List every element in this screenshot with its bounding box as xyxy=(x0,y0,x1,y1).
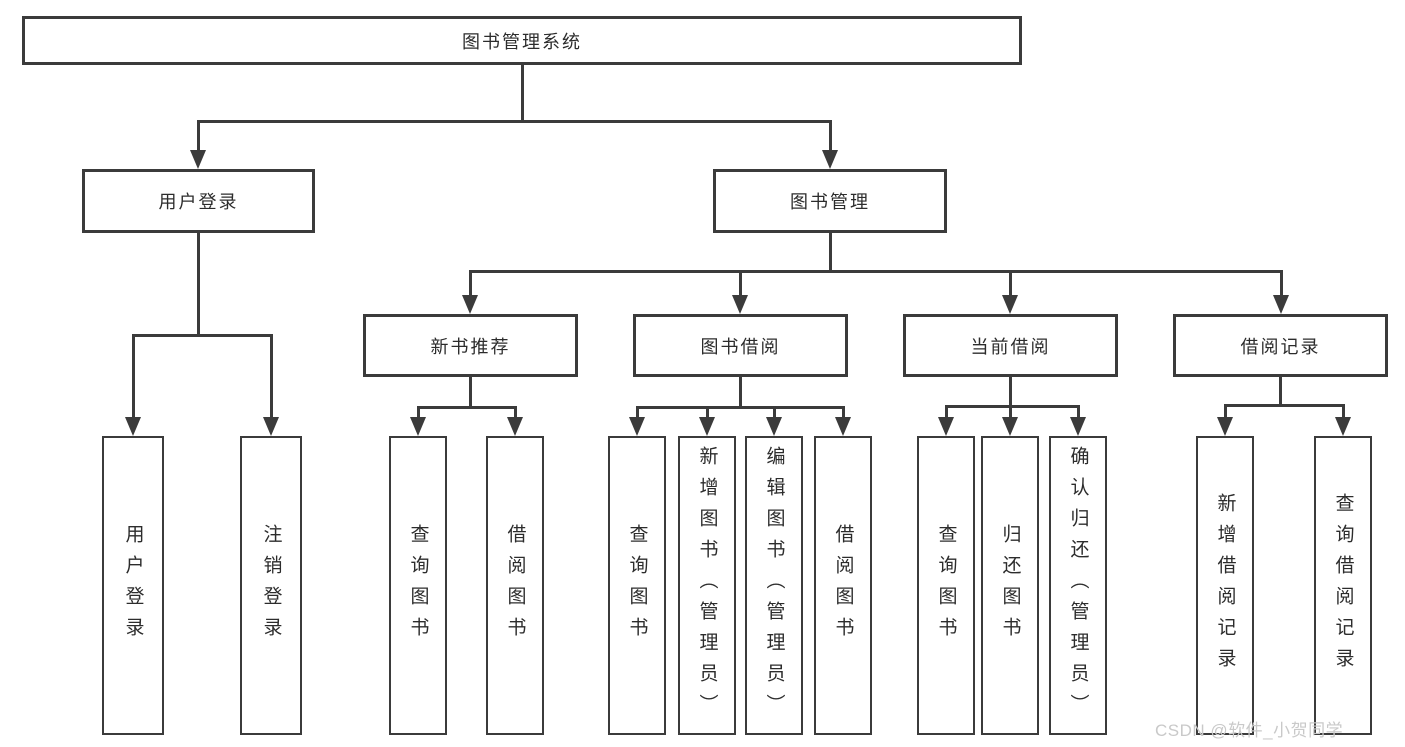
arrowhead xyxy=(507,417,523,436)
node-user-login: 用户登录 xyxy=(82,169,315,233)
connector-borrow-records-stem xyxy=(1279,376,1282,407)
leaf-records-query-record: 查询借阅记录 xyxy=(1314,436,1372,735)
leaf-records-query-record-label: 查询借阅记录 xyxy=(1332,492,1354,679)
connector-root-stem xyxy=(520,63,524,122)
node-book-management: 图书管理 xyxy=(713,169,947,233)
arrowhead xyxy=(410,417,426,436)
leaf-borrow-borrow-books-label: 借阅图书 xyxy=(832,523,854,648)
connector-current-borrow-drop-3 xyxy=(1076,405,1080,419)
connector-new-book-drop-1 xyxy=(416,406,420,419)
arrowhead xyxy=(938,417,954,436)
leaf-records-add-record: 新增借阅记录 xyxy=(1196,436,1254,735)
node-new-book-recommend: 新书推荐 xyxy=(363,314,578,377)
connector-borrow-records-rail xyxy=(1223,404,1345,407)
connector-user-login-rail xyxy=(131,334,273,337)
connector-new-book-drop-2 xyxy=(513,406,517,419)
leaf-borrow-query-books-label: 查询图书 xyxy=(626,523,648,648)
node-book-management-label: 图书管理 xyxy=(790,192,870,212)
node-borrow-records-label: 借阅记录 xyxy=(1240,336,1321,357)
leaf-logout-label: 注销登录 xyxy=(260,523,282,648)
leaf-user-login-label: 用户登录 xyxy=(122,523,144,648)
leaf-borrow-edit-books-admin: 编辑图书（管理员） xyxy=(745,436,803,735)
connector-user-login-drop-1 xyxy=(131,334,135,419)
leaf-borrow-borrow-books: 借阅图书 xyxy=(814,436,872,735)
connector-level3-drop-4 xyxy=(1279,270,1283,297)
arrowhead xyxy=(699,417,715,436)
arrowhead xyxy=(732,295,748,314)
leaf-borrow-edit-books-admin-label: 编辑图书（管理员） xyxy=(763,446,785,725)
connector-borrow-records-drop-1 xyxy=(1223,404,1227,419)
connector-book-borrow-drop-2 xyxy=(705,406,709,419)
arrowhead xyxy=(190,150,206,169)
node-current-borrow-label: 当前借阅 xyxy=(970,336,1051,357)
leaf-borrow-add-books-admin-label: 新增图书（管理员） xyxy=(696,446,718,725)
connector-level3-drop-3 xyxy=(1008,270,1012,297)
connector-level2-drop-right xyxy=(828,120,832,152)
leaf-user-login: 用户登录 xyxy=(102,436,164,735)
connector-current-borrow-drop-2 xyxy=(1008,405,1012,419)
arrowhead xyxy=(629,417,645,436)
arrowhead xyxy=(462,295,478,314)
connector-level3-drop-2 xyxy=(738,270,742,297)
csdn-watermark: CSDN @软件_小贺同学 xyxy=(1155,721,1344,740)
connector-book-borrow-rail xyxy=(635,406,845,409)
leaf-logout: 注销登录 xyxy=(240,436,302,735)
node-new-book-recommend-label: 新书推荐 xyxy=(430,336,511,357)
connector-book-borrow-drop-1 xyxy=(635,406,639,419)
connector-level2-rail xyxy=(196,120,832,123)
node-current-borrow: 当前借阅 xyxy=(903,314,1118,377)
connector-book-borrow-drop-4 xyxy=(841,406,845,419)
arrowhead xyxy=(1335,417,1351,436)
node-user-login-label: 用户登录 xyxy=(158,192,239,212)
leaf-current-query-books-label: 查询图书 xyxy=(935,523,957,648)
arrowhead xyxy=(1070,417,1086,436)
leaf-current-confirm-return-admin: 确认归还（管理员） xyxy=(1049,436,1107,735)
connector-new-book-stem xyxy=(468,376,472,409)
arrowhead xyxy=(263,417,279,436)
leaf-current-return-books-label: 归还图书 xyxy=(999,523,1021,648)
connector-new-book-rail xyxy=(416,406,517,409)
leaf-current-confirm-return-admin-label: 确认归还（管理员） xyxy=(1067,446,1089,725)
leaf-newbook-borrow-books-label: 借阅图书 xyxy=(504,523,526,648)
connector-current-borrow-stem xyxy=(1008,376,1012,408)
connector-user-login-stem xyxy=(196,232,200,336)
node-library-system: 图书管理系统 xyxy=(22,16,1022,65)
arrowhead xyxy=(1273,295,1289,314)
arrowhead xyxy=(125,417,141,436)
arrowhead xyxy=(822,150,838,169)
leaf-current-query-books: 查询图书 xyxy=(917,436,975,735)
node-library-system-label: 图书管理系统 xyxy=(462,31,582,52)
connector-user-login-drop-2 xyxy=(269,334,273,419)
connector-book-borrow-drop-3 xyxy=(772,406,776,419)
node-borrow-records: 借阅记录 xyxy=(1173,314,1388,377)
connector-current-borrow-drop-1 xyxy=(944,405,948,419)
connector-level3-rail xyxy=(468,270,1283,273)
connector-borrow-records-drop-2 xyxy=(1341,404,1345,419)
arrowhead xyxy=(1002,295,1018,314)
node-book-borrow: 图书借阅 xyxy=(633,314,848,377)
node-book-borrow-label: 图书借阅 xyxy=(700,336,781,357)
leaf-newbook-query-books-label: 查询图书 xyxy=(407,523,429,648)
leaf-current-return-books: 归还图书 xyxy=(981,436,1039,735)
connector-book-management-stem xyxy=(828,232,832,272)
arrowhead xyxy=(1002,417,1018,436)
connector-book-borrow-stem xyxy=(738,376,742,409)
leaf-newbook-borrow-books: 借阅图书 xyxy=(486,436,544,735)
connector-level3-drop-1 xyxy=(468,270,472,297)
arrowhead xyxy=(1217,417,1233,436)
connector-level2-drop-left xyxy=(196,120,200,152)
arrowhead xyxy=(766,417,782,436)
arrowhead xyxy=(835,417,851,436)
leaf-borrow-add-books-admin: 新增图书（管理员） xyxy=(678,436,736,735)
leaf-borrow-query-books: 查询图书 xyxy=(608,436,666,735)
leaf-newbook-query-books: 查询图书 xyxy=(389,436,447,735)
leaf-records-add-record-label: 新增借阅记录 xyxy=(1214,492,1236,679)
connector-current-borrow-rail xyxy=(944,405,1080,408)
